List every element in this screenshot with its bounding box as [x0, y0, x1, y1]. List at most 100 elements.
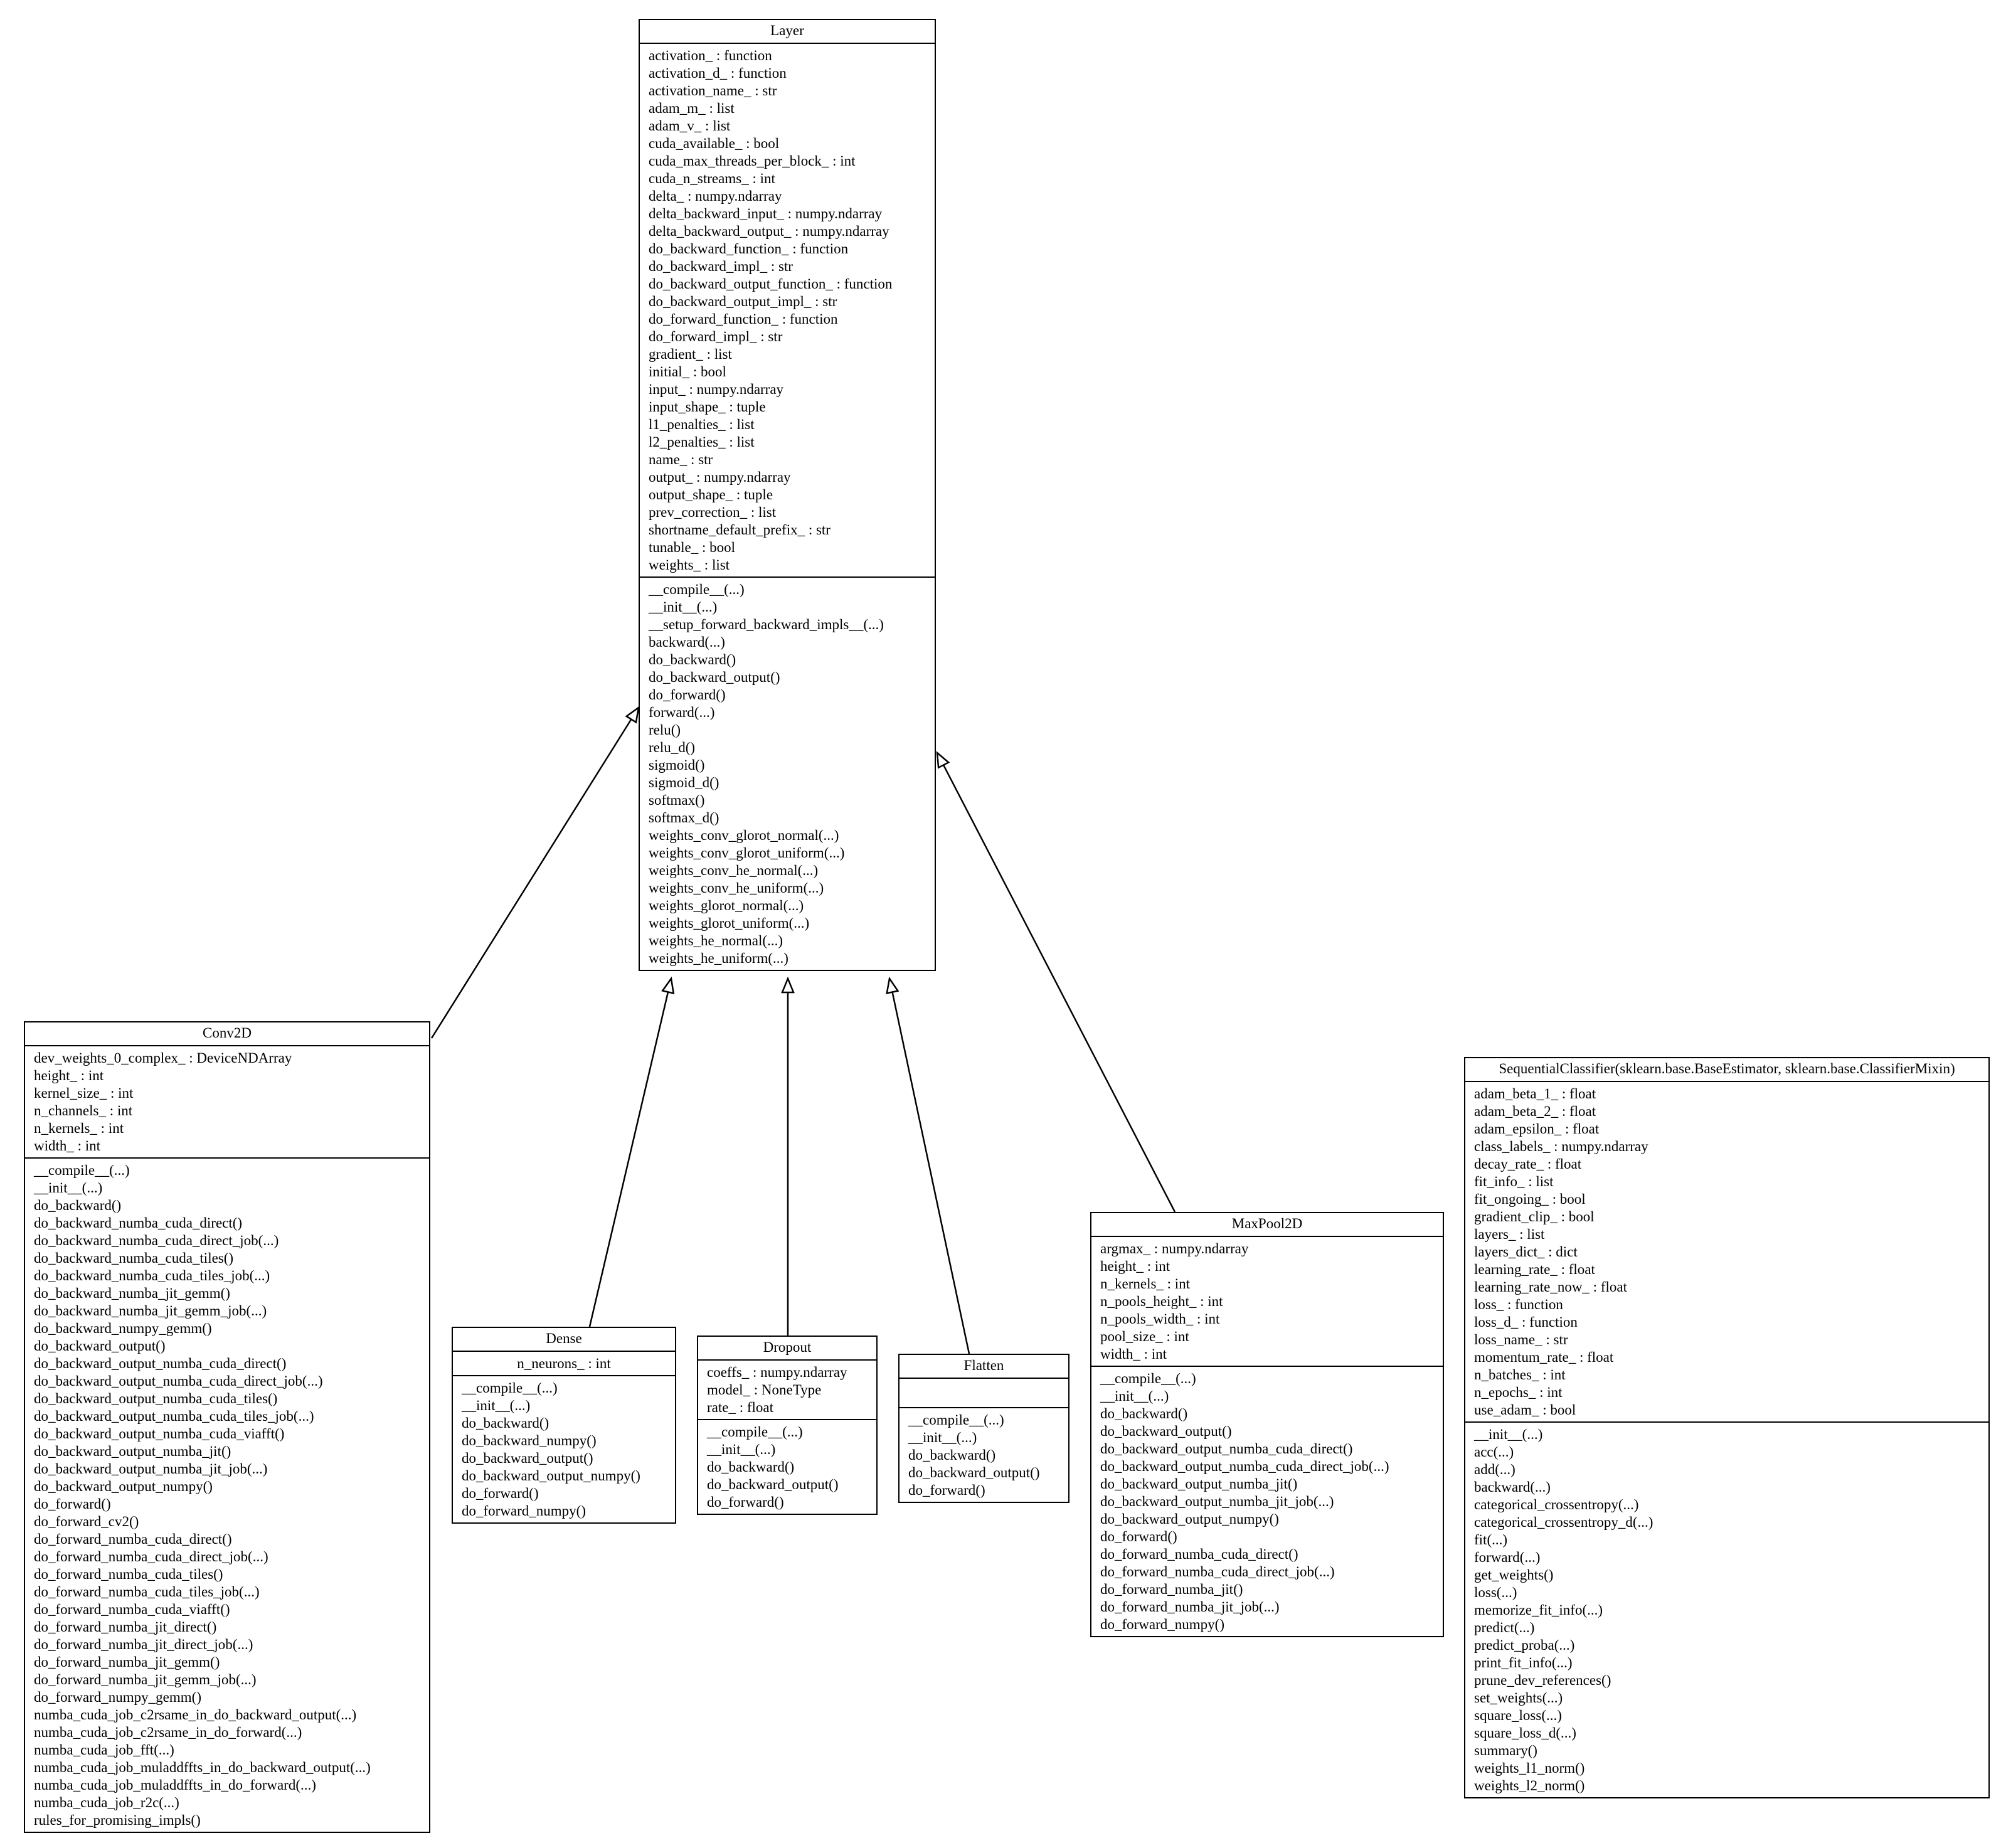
- class-method: do_backward_numpy(): [462, 1433, 597, 1448]
- class-attribute: coeffs_ : numpy.ndarray: [707, 1364, 847, 1380]
- class-attribute: n_channels_ : int: [34, 1103, 133, 1118]
- class-method: numba_cuda_job_c2rsame_in_do_backward_ou…: [34, 1707, 357, 1723]
- class-method: do_forward_numpy_gemm(): [34, 1689, 201, 1705]
- class-attributes: coeffs_ : numpy.ndarray model_ : NoneType…: [698, 1361, 876, 1420]
- class-method: forward(...): [649, 704, 715, 720]
- class-method: __compile__(...): [34, 1162, 130, 1178]
- class-name: MaxPool2D: [1091, 1213, 1443, 1237]
- class-method: softmax_d(): [649, 810, 719, 826]
- class-attributes: [900, 1379, 1068, 1408]
- class-attribute: do_backward_output_function_ : function: [649, 276, 893, 292]
- class-method: __compile__(...): [649, 581, 745, 597]
- class-attribute: pool_size_ : int: [1100, 1329, 1189, 1344]
- class-attribute: input_ : numpy.ndarray: [649, 381, 784, 397]
- class-method: sigmoid_d(): [649, 775, 719, 790]
- class-methods: __compile__(...) __init__(...) do_backward…: [453, 1376, 675, 1522]
- class-box-maxpool2d: MaxPool2D argmax_ : numpy.ndarray height_…: [1090, 1212, 1444, 1637]
- class-method: sigmoid(): [649, 757, 705, 773]
- inheritance-arrowhead-flatten: [886, 976, 900, 994]
- class-attribute: decay_rate_ : float: [1474, 1156, 1582, 1172]
- class-attribute: learning_rate_ : float: [1474, 1261, 1595, 1277]
- class-attribute: height_ : int: [34, 1068, 104, 1083]
- class-attribute: delta_backward_output_ : numpy.ndarray: [649, 223, 889, 239]
- class-method: do_backward_output_numpy(): [1100, 1511, 1279, 1527]
- class-method: __compile__(...): [908, 1412, 1004, 1428]
- class-attribute: cuda_n_streams_ : int: [649, 171, 775, 186]
- class-method: numba_cuda_job_muladdffts_in_do_forward(…: [34, 1777, 316, 1793]
- class-name: Dense: [453, 1328, 675, 1352]
- inheritance-line-conv2d: [430, 718, 632, 1039]
- class-method: do_forward_numba_cuda_direct(): [34, 1531, 232, 1547]
- class-attribute: initial_ : bool: [649, 364, 726, 380]
- class-method: __init__(...): [34, 1180, 103, 1196]
- class-attribute: height_ : int: [1100, 1258, 1170, 1274]
- class-method: categorical_crossentropy_d(...): [1474, 1514, 1653, 1530]
- class-box-conv2d: Conv2D dev_weights_0_complex_ : DeviceND…: [24, 1021, 430, 1833]
- class-attribute: activation_name_ : str: [649, 83, 777, 98]
- class-method: numba_cuda_job_c2rsame_in_do_forward(...…: [34, 1724, 302, 1740]
- class-method: predict(...): [1474, 1620, 1535, 1635]
- class-methods: __compile__(...)__init__(...)do_backward…: [698, 1420, 876, 1514]
- class-method: relu_d(): [649, 740, 696, 755]
- class-method: set_weights(...): [1474, 1690, 1563, 1706]
- class-attribute: do_forward_function_ : function: [649, 311, 838, 327]
- class-method: do_forward_numba_jit_direct(): [34, 1619, 217, 1635]
- class-method: rules_for_promising_impls(): [34, 1812, 201, 1828]
- class-attribute: output_shape_ : tuple: [649, 487, 773, 502]
- class-attribute: adam_beta_1_ : float: [1474, 1086, 1596, 1102]
- class-method: do_backward_output_numba_cuda_direct_job…: [34, 1373, 323, 1389]
- inheritance-arrowhead-conv2d: [625, 706, 640, 724]
- class-attribute: adam_v_ : list: [649, 118, 731, 134]
- class-attribute: momentum_rate_ : float: [1474, 1349, 1614, 1365]
- class-attribute: use_adam_ : bool: [1474, 1402, 1576, 1418]
- class-attribute: adam_beta_2_ : float: [1474, 1103, 1596, 1119]
- class-method: weights_glorot_normal(...): [649, 898, 804, 913]
- class-method: do_backward_numba_jit_gemm(): [34, 1285, 230, 1301]
- class-method: __init__(...): [707, 1442, 776, 1457]
- class-method: do_backward_output_numpy(): [34, 1479, 213, 1494]
- class-attribute: do_backward_function_ : function: [649, 241, 849, 257]
- class-attribute: cuda_available_ : bool: [649, 135, 780, 151]
- class-method: __compile__(...): [707, 1424, 803, 1440]
- class-method: do_backward_output_numba_cuda_direct_job…: [1100, 1458, 1389, 1474]
- class-method: do_backward_output(): [1100, 1423, 1232, 1439]
- class-method: weights_conv_glorot_normal(...): [649, 827, 839, 843]
- class-attribute: gradient_ : list: [649, 346, 732, 362]
- class-method: do_backward(): [649, 652, 736, 667]
- edge-group: [430, 706, 1176, 1354]
- class-method: __init__(...): [462, 1398, 531, 1413]
- class-method: do_backward_output_numba_jit_job(...): [34, 1461, 268, 1477]
- class-method: do_forward(): [908, 1482, 985, 1498]
- class-method: do_forward_numpy(): [1100, 1617, 1225, 1632]
- class-method: do_forward(): [34, 1496, 111, 1512]
- class-method: loss(...): [1474, 1585, 1517, 1600]
- class-attribute: tunable_ : bool: [649, 539, 735, 555]
- class-attribute: name_ : str: [649, 452, 713, 467]
- class-methods: __compile__(...)__init__(...)__setup_for…: [640, 578, 935, 970]
- class-method: do_forward(): [649, 687, 726, 703]
- class-method: do_forward(): [707, 1494, 784, 1510]
- class-box-dense: Dense n_neurons_ : int __compile__(...)_…: [452, 1327, 676, 1524]
- class-method: do_forward_numba_cuda_direct_job(...): [1100, 1564, 1335, 1580]
- class-method: do_backward_numpy_gemm(): [34, 1320, 212, 1336]
- class-method: do_forward(): [462, 1485, 539, 1501]
- class-attribute: fit_ongoing_ : bool: [1474, 1191, 1586, 1207]
- class-attribute: argmax_ : numpy.ndarray: [1100, 1241, 1249, 1256]
- class-attribute: class_labels_ : numpy.ndarray: [1474, 1139, 1648, 1154]
- class-method: do_backward_output_numpy(): [462, 1468, 640, 1484]
- class-attribute: output_ : numpy.ndarray: [649, 469, 791, 485]
- class-method: __init__(...): [1474, 1426, 1543, 1442]
- class-method: do_backward_output_numba_jit(): [1100, 1476, 1298, 1492]
- class-method: __compile__(...): [462, 1380, 558, 1396]
- class-method: do_forward_cv2(): [34, 1514, 139, 1529]
- class-method: do_forward_numba_cuda_direct_job(...): [34, 1549, 268, 1564]
- class-method: summary(): [1474, 1743, 1537, 1758]
- class-attribute: model_ : NoneType: [707, 1382, 822, 1398]
- class-method: weights_conv_he_normal(...): [649, 863, 819, 878]
- class-box-sequential-classifier: SequentialClassifier(sklearn.base.BaseEs…: [1464, 1057, 1990, 1798]
- class-name: SequentialClassifier(sklearn.base.BaseEs…: [1465, 1058, 1988, 1082]
- class-attribute: rate_ : float: [707, 1399, 774, 1415]
